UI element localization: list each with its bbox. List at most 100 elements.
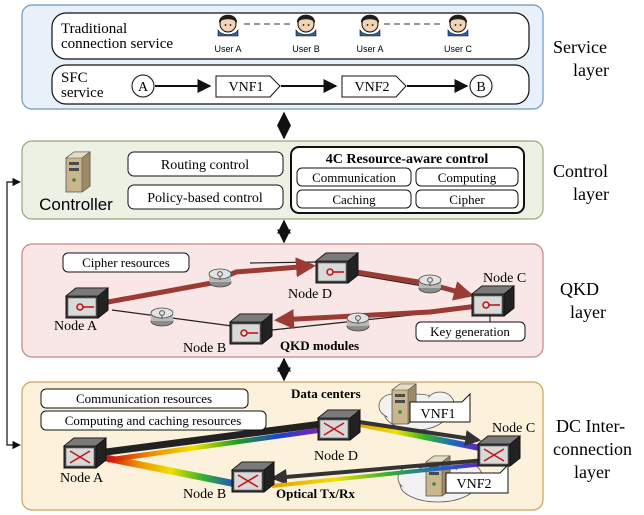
user-label: User C — [444, 44, 473, 54]
control-layer-label-line2: layer — [573, 184, 609, 204]
cipher-path-c-b — [274, 303, 479, 330]
qkd-repeater-icon — [208, 268, 232, 288]
optical-path-d-c — [345, 418, 482, 446]
cipher-resources-label: Cipher resources — [82, 255, 170, 270]
sfc-service-box — [51, 64, 530, 105]
sfc-label-line1: SFC — [61, 70, 88, 86]
qkd-node-a — [65, 287, 109, 319]
user-label: User A — [356, 44, 383, 54]
controller-label: Controller — [39, 195, 113, 214]
key-generation-label: Key generation — [430, 324, 510, 339]
sfc-label-line2: service — [61, 85, 104, 101]
qkd-node-a-label: Node A — [54, 319, 98, 334]
service-layer: Traditional connection service User A Us… — [21, 4, 544, 110]
communication-label: Communication — [312, 170, 396, 185]
optical-switch-icon — [323, 422, 345, 436]
traditional-label-line1: Traditional — [61, 21, 127, 37]
vnf1-label: VNF1 — [228, 80, 263, 95]
dc-node-b — [231, 461, 275, 493]
dc-layer-label-line3: layer — [574, 462, 610, 482]
resource-aware-title: 4C Resource-aware control — [326, 152, 489, 167]
dc-vnf2-label: VNF2 — [456, 477, 491, 492]
dc-node-d — [317, 409, 361, 441]
dc-layer-label-line1: DC Inter- — [556, 416, 625, 436]
qkd-modules-label: QKD modules — [280, 338, 359, 353]
sfc-service: SFC service A B VNF1 VNF2 — [51, 64, 530, 105]
data-centers-label: Data centers — [291, 386, 361, 401]
cipher-box — [415, 189, 519, 209]
vnf1-block — [215, 75, 281, 98]
dc-switch-icon — [317, 409, 361, 441]
vnf2-label: VNF2 — [354, 80, 389, 95]
qkd-module-icon — [229, 313, 273, 345]
dc-layer: Communication resources Computing and ca… — [21, 381, 544, 511]
key-generation-box — [415, 321, 526, 342]
cipher-label: Cipher — [449, 192, 485, 207]
computing-caching-resources-box — [40, 410, 267, 431]
policy-control-label: Policy-based control — [147, 191, 263, 206]
optical-link-a-b — [105, 454, 237, 488]
user-label: User B — [292, 44, 320, 54]
qkd-repeater-icon — [418, 274, 442, 294]
qkd-layer-label-line1: QKD — [560, 279, 599, 299]
dc-node-c — [477, 435, 521, 467]
optical-path-c-b — [270, 458, 487, 485]
optical-link-a-d-dark — [105, 420, 323, 456]
caching-box — [296, 189, 412, 209]
optical-switch-icon — [483, 448, 505, 462]
dc-node-c-label: Node C — [492, 421, 535, 436]
routing-control-box — [127, 151, 284, 177]
communication-resources-box — [40, 388, 249, 409]
qkd-node-c-label: Node C — [483, 271, 526, 286]
dc-vnf1-label: VNF1 — [420, 407, 455, 422]
caching-label: Caching — [332, 192, 376, 207]
optical-switch-icon — [69, 450, 91, 464]
qkd-module-icon — [65, 287, 109, 319]
qkd-module-icon — [471, 285, 515, 317]
endpoint-a-label: A — [138, 80, 149, 95]
controller-server-icon — [65, 151, 91, 193]
qkd-node-d — [315, 252, 359, 284]
optical-link-a-d — [107, 427, 323, 463]
qkd-node-d-label: Node D — [288, 287, 332, 302]
service-layer-label-line1: Service — [553, 37, 607, 57]
dc-node-b-label: Node B — [183, 487, 226, 502]
computing-box — [415, 167, 519, 187]
controller-dc-link — [6, 177, 21, 450]
control-layer: Controller Routing control Policy-based … — [21, 140, 544, 220]
dc-node-d-label: Node D — [314, 449, 358, 464]
optical-link-d-c — [359, 421, 481, 451]
policy-control-box — [127, 184, 284, 210]
qkd-repeater-icon — [346, 312, 370, 332]
qkd-node-b-label: Node B — [183, 341, 226, 356]
qkd-layer: Cipher resources Key generation Node A N… — [21, 243, 544, 358]
endpoint-b-label: B — [476, 80, 485, 95]
communication-box — [296, 167, 412, 187]
traditional-label-line2: connection service — [61, 36, 173, 52]
optical-link-b-c — [271, 462, 485, 488]
routing-control-label: Routing control — [161, 158, 249, 173]
cipher-resources-box — [62, 252, 190, 273]
computing-label: Computing — [438, 170, 497, 185]
communication-resources-label: Communication resources — [76, 391, 212, 406]
endpoint-b — [469, 74, 493, 98]
endpoint-a — [131, 74, 155, 98]
qkd-module-icon — [315, 252, 359, 284]
optical-txrx-label: Optical Tx/Rx — [276, 486, 355, 501]
user-label: User A — [214, 44, 241, 54]
service-layer-label-line2: layer — [573, 60, 609, 80]
control-layer-label-line1: Control — [553, 161, 608, 181]
dc-layer-label-line2: connection — [553, 439, 632, 459]
qkd-node-b — [229, 313, 273, 345]
qkd-repeater-icon — [150, 307, 174, 327]
dc-node-a — [63, 437, 107, 469]
dc-switch-icon — [477, 435, 521, 467]
vnf2-block — [341, 75, 407, 98]
qkd-node-c — [471, 285, 515, 317]
qkd-layer-label-line2: layer — [570, 302, 606, 322]
dc-node-a-label: Node A — [60, 471, 104, 486]
vnf2-tag — [445, 463, 509, 494]
computing-caching-resources-label: Computing and caching resources — [65, 413, 242, 428]
optical-switch-icon — [237, 474, 259, 488]
